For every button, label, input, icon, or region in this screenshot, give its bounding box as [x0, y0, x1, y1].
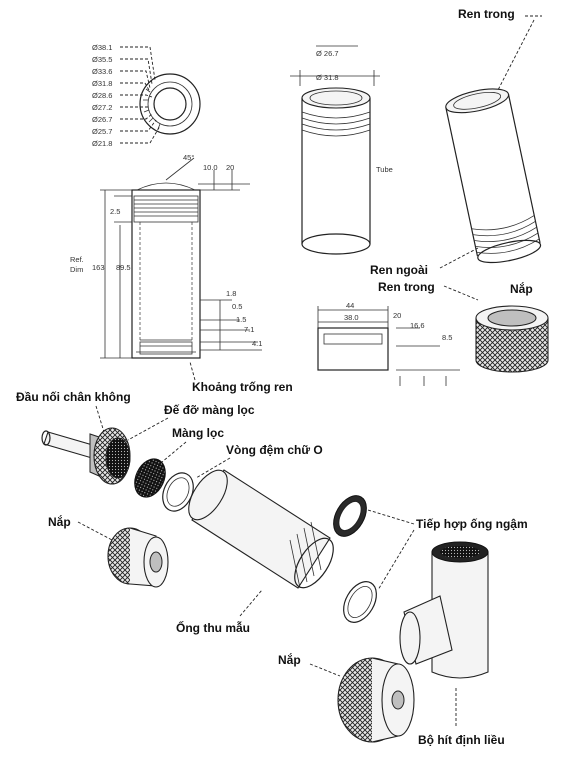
ref-dim-line-2: Dim	[70, 265, 83, 274]
ref-dim-line-1: Ref.	[70, 255, 84, 264]
dim-cap-166: 16.6	[410, 321, 425, 330]
o-ring-right-bottom	[343, 581, 377, 623]
dim-25: 2.5	[110, 207, 120, 216]
knurled-cap-top	[475, 305, 549, 373]
tilted-tube	[445, 88, 542, 264]
dim-ring-2: Ø35.5	[92, 55, 112, 64]
label-ren-trong-mid: Ren trong	[378, 280, 435, 294]
knurled-cap-bottom	[337, 657, 415, 743]
label-mang-loc: Màng lọc	[172, 426, 224, 440]
label-tiep-hop: Tiếp hợp ống ngậm	[416, 517, 528, 531]
knurled-cap-left	[107, 527, 169, 588]
dim-ring-5: Ø28.6	[92, 91, 112, 100]
label-vong-dem: Vòng đệm chữ O	[226, 443, 323, 457]
label-nap-top: Nắp	[510, 281, 533, 296]
sampling-tube	[188, 469, 334, 589]
dim-10: 10.0	[203, 163, 218, 172]
dim-15: 1.5	[236, 315, 246, 324]
dim-cap-20: 20	[393, 311, 401, 320]
ring-top-view	[139, 73, 201, 135]
dim-cap-380: 38.0	[344, 313, 359, 322]
dim-cap-44: 44	[346, 301, 354, 310]
tube-technical-drawing	[100, 157, 262, 359]
tube-dimension-labels: 45° 10.0 20 2.5 Ref. Dim 163 89.5 1.8 0.…	[70, 153, 262, 348]
dim-ring-9: Ø21.8	[92, 139, 112, 148]
dim-tube-d1: Ø 26.7	[316, 49, 339, 58]
dim-ring-1: Ø38.1	[92, 43, 112, 52]
label-khoang-trong-ren: Khoảng trống ren	[192, 380, 293, 394]
dim-ring-3: Ø33.6	[92, 67, 112, 76]
label-de-do: Đế đỡ màng lọc	[164, 403, 255, 417]
label-nap-bottom: Nắp	[278, 652, 301, 667]
dim-41: 4.1	[252, 339, 262, 348]
dim-ring-6: Ø27.2	[92, 103, 112, 112]
dim-angle: 45°	[183, 153, 194, 162]
dim-ring-4: Ø31.8	[92, 79, 112, 88]
label-dau-noi: Đầu nối chân không	[16, 390, 131, 404]
label-nap-left: Nắp	[48, 514, 71, 529]
label-bo-hit: Bộ hít định liều	[418, 733, 505, 747]
dim-18: 1.8	[226, 289, 236, 298]
dim-163: 163	[92, 263, 105, 272]
dim-cap-85: 8.5	[442, 333, 452, 342]
filter-membrane	[134, 458, 166, 498]
dim-tube-d2: Ø 31.8	[316, 73, 339, 82]
label-ren-ngoai: Ren ngoài	[370, 263, 428, 277]
ring-diameter-list: Ø38.1 Ø35.5 Ø33.6 Ø31.8 Ø28.6 Ø27.2 Ø26.…	[92, 43, 161, 148]
tube-perspective: Ø 26.7 Ø 31.8	[290, 45, 380, 255]
o-ring-right-top	[333, 495, 367, 537]
vacuum-connector	[41, 427, 131, 485]
dim-05: 0.5	[232, 302, 242, 311]
label-tube: Tube	[376, 165, 393, 174]
cap-technical-drawing: 44 38.0 20 16.6 8.5	[317, 301, 460, 386]
dim-ring-8: Ø25.7	[92, 127, 112, 136]
metered-dose-inhaler	[399, 541, 489, 679]
dim-20: 20	[226, 163, 234, 172]
label-ren-trong-top: Ren trong	[458, 7, 515, 21]
dim-895: 89.5	[116, 263, 131, 272]
label-ong-thu-mau: Ống thu mẫu	[176, 620, 250, 635]
dim-ring-7: Ø26.7	[92, 115, 112, 124]
dim-71: 7.1	[244, 325, 254, 334]
